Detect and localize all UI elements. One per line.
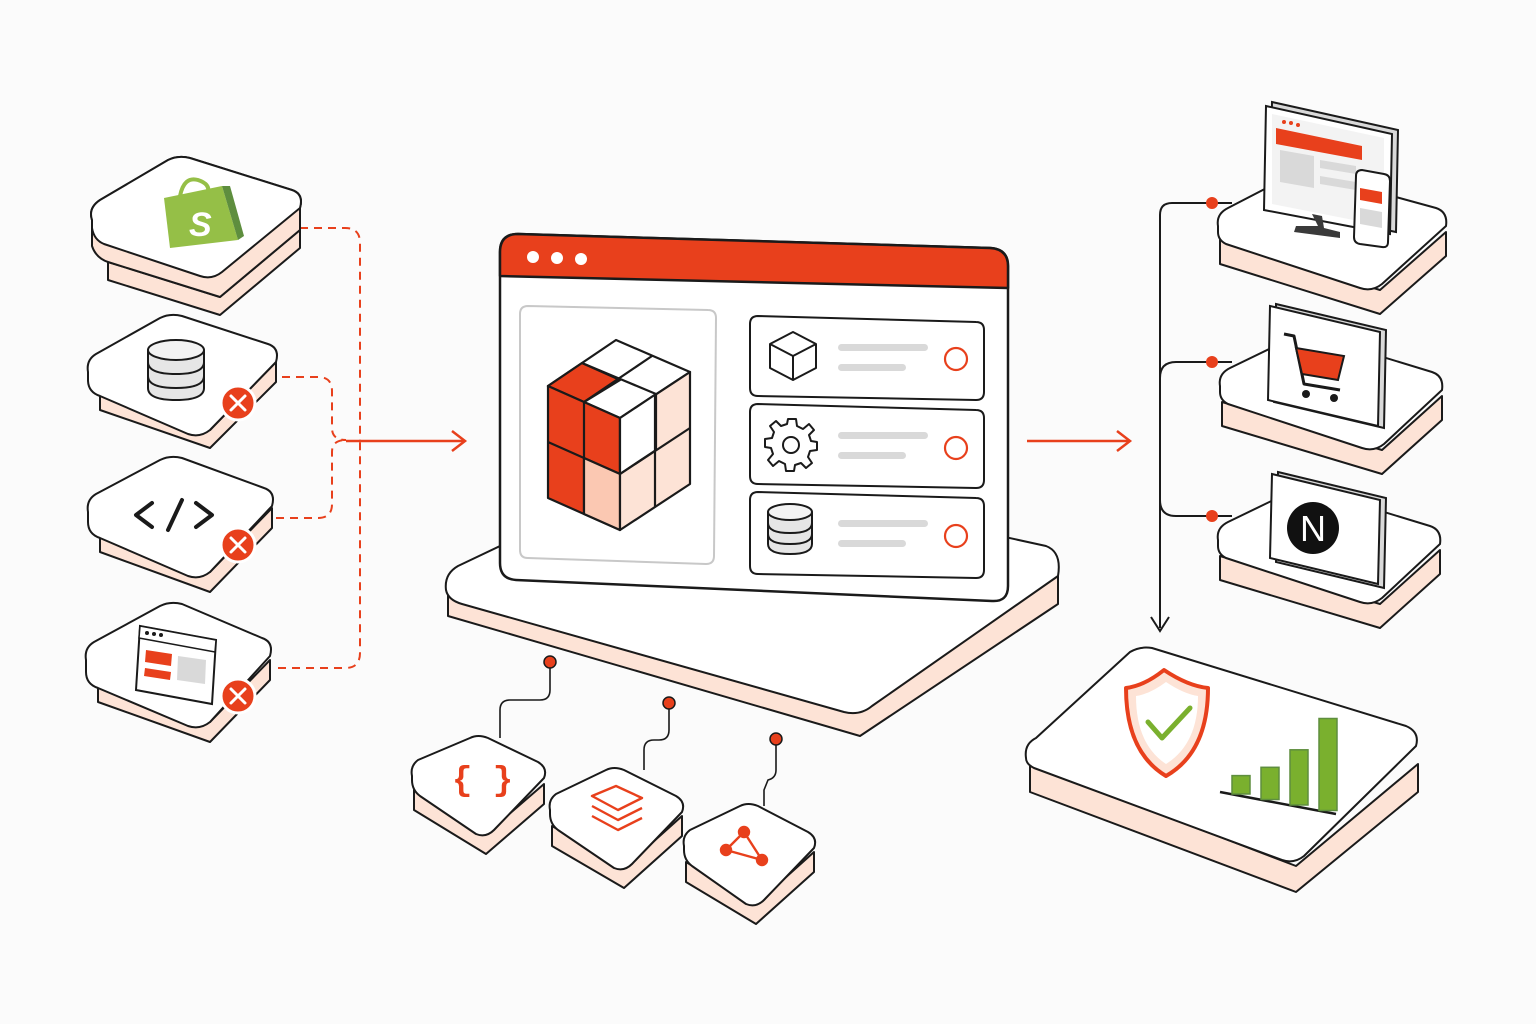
row-line [838,432,928,439]
error-badge-icon [219,526,257,564]
module-tile-graph[interactable] [682,803,817,925]
row-radio[interactable] [943,523,969,549]
window-dot[interactable] [551,252,563,264]
preview-panel [519,304,718,566]
error-badge-icon [219,384,257,422]
app-window[interactable] [498,232,1010,603]
target-tile-web-mobile[interactable] [1216,100,1448,315]
monitor-mobile-icon [1262,100,1400,249]
source-connectors [276,227,361,669]
cube-blocks-icon [546,338,692,532]
braces-icon: { } [452,763,513,801]
module-connector-dots [543,655,783,746]
layers-icon [590,784,644,832]
box-icon [769,331,817,381]
list-row[interactable] [749,490,985,580]
source-tile-shopify[interactable]: S [90,155,302,316]
bar-chart-icon [1219,717,1338,816]
row-line [838,540,906,547]
code-icon [134,498,214,532]
nextjs-logo-icon: N [1268,470,1388,590]
bar-chart-bar [1318,717,1338,812]
gear-icon [764,418,818,472]
module-tile-layers[interactable] [548,767,685,889]
row-line [838,452,906,459]
window-dot[interactable] [575,253,587,265]
source-tile-database[interactable] [86,313,278,449]
row-line [838,364,906,371]
error-badge-icon [219,677,257,715]
web-page-icon [134,624,218,706]
list-row[interactable] [749,402,985,490]
database-icon [147,339,205,402]
target-connectors [1150,202,1232,633]
bar-chart-bar [1260,766,1280,801]
module-tile-json[interactable]: { } [410,735,547,855]
svg-text:N: N [1300,508,1326,549]
row-line [838,520,928,527]
source-tile-webpage[interactable] [84,601,272,743]
database-icon [767,503,813,556]
source-tile-code[interactable] [86,455,274,593]
list-row[interactable] [749,314,985,402]
window-dot[interactable] [527,251,539,263]
shield-check-icon [1124,668,1210,778]
target-connector-dots [1206,197,1218,522]
window-controls[interactable] [527,251,587,265]
shopify-bag-icon: S [164,177,244,248]
row-radio[interactable] [943,346,969,372]
shopping-cart-icon [1266,302,1388,430]
target-tile-nextjs[interactable]: N [1216,470,1442,629]
result-platform [1024,646,1419,893]
bar-chart-bar [1289,749,1309,806]
row-radio[interactable] [943,435,969,461]
svg-text:S: S [189,206,212,244]
flow-arrow-out [1027,430,1133,452]
flow-arrow-in [346,430,468,452]
bar-chart-bar [1231,774,1251,795]
graph-icon [719,825,769,867]
row-line [838,344,928,351]
module-connectors [499,662,777,806]
target-tile-commerce[interactable] [1218,302,1444,475]
